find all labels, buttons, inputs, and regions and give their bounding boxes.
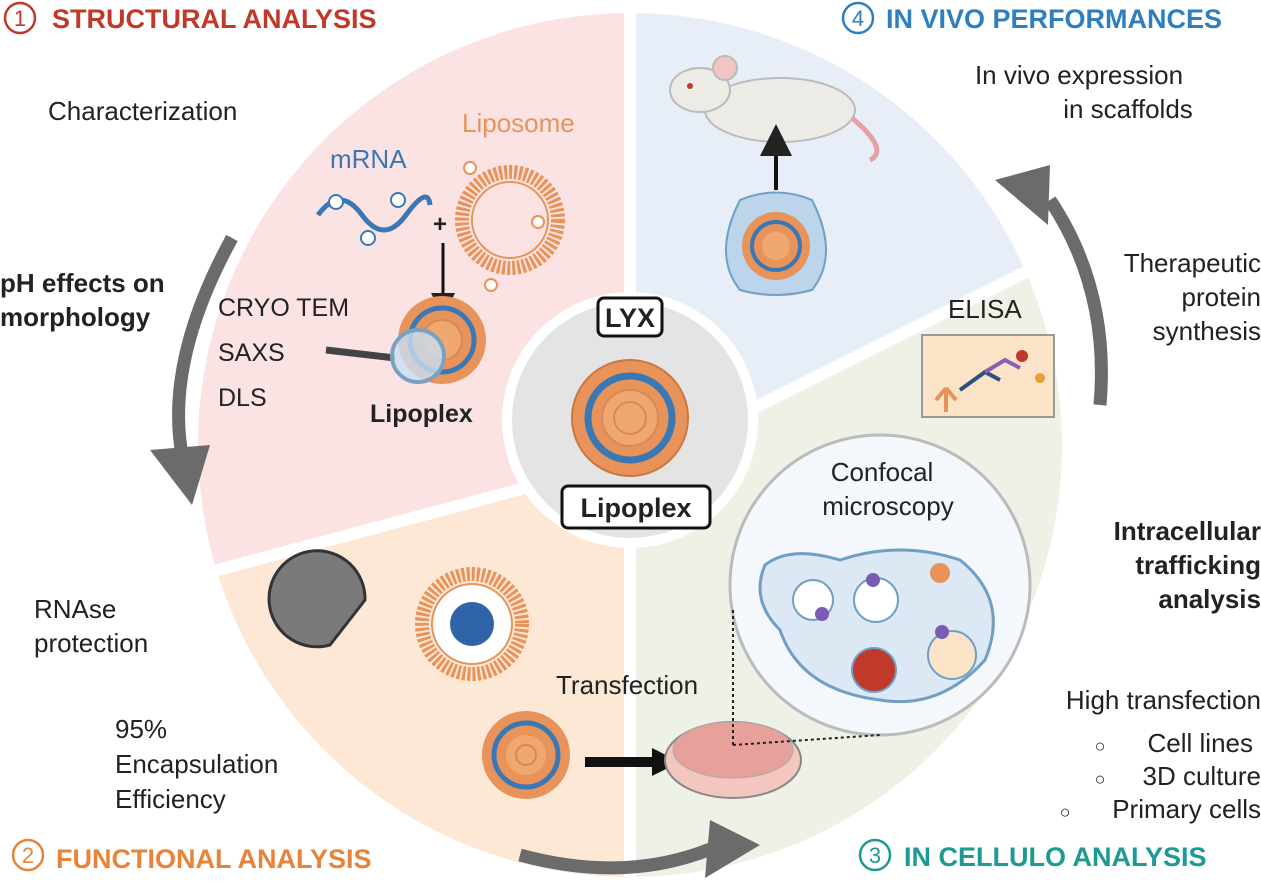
liposome-icon [455, 161, 565, 292]
bullet-3d-culture: 3D culture [1143, 761, 1261, 791]
rnase-pacman-icon [267, 549, 367, 649]
high-transfection-label: High transfection [1066, 685, 1261, 715]
characterization-label: Characterization [48, 96, 237, 126]
svg-text:IN VIVO PERFORMANCES: IN VIVO PERFORMANCES [886, 4, 1222, 34]
liposome-label: Liposome [462, 108, 575, 138]
confocal-line1: Confocal [831, 457, 934, 487]
section-title-in-cellulo: 3 IN CELLULO ANALYSIS [858, 838, 1207, 872]
elisa-well-icon [921, 334, 1055, 418]
elisa-label: ELISA [948, 294, 1022, 324]
bullet-cell-lines-glyph: ○ [1095, 736, 1106, 756]
lipoplex-small-icon [325, 296, 486, 384]
therapeutic-line2: protein [1182, 282, 1261, 312]
transfection-lipoplex-icon [482, 711, 570, 799]
encapsulation-line1: 95% [115, 714, 167, 744]
rnase-line1: RNAse [34, 594, 116, 624]
bullet-primary-cells-glyph: ○ [1060, 802, 1071, 822]
encapsulation-line3: Efficiency [115, 784, 226, 814]
section-title-in-vivo: 4 IN VIVO PERFORMANCES [841, 1, 1222, 35]
trafficking-line1: Intracellular [1114, 516, 1261, 546]
technique-dls: DLS [218, 384, 267, 412]
technique-saxs: SAXS [218, 339, 285, 367]
bullet-3d-culture-glyph: ○ [1095, 769, 1106, 789]
trafficking-line3: analysis [1158, 584, 1261, 614]
confocal-cell-view [728, 433, 1032, 737]
protected-liposome-icon [415, 567, 529, 681]
cycle-arrows [172, 196, 1108, 875]
ph-effects-line2: morphology [0, 302, 151, 332]
svg-text:2: 2 [22, 843, 34, 868]
svg-text:4: 4 [852, 6, 864, 31]
arrow-structural-to-functional [172, 234, 238, 457]
bullet-cell-lines: Cell lines [1148, 728, 1254, 758]
section-title-structural: 1 STRUCTURAL ANALYSIS [3, 1, 377, 35]
lipoplex-label: Lipoplex [370, 400, 473, 428]
transfection-label: Transfection [556, 670, 698, 700]
cycle-arrowheads [150, 165, 1050, 878]
svg-text:3: 3 [869, 843, 881, 868]
therapeutic-line3: synthesis [1153, 316, 1261, 346]
ph-effects-line1: pH effects on [0, 268, 165, 298]
scaffold-icon [725, 191, 827, 296]
section-title-functional: 2 FUNCTIONAL ANALYSIS [11, 838, 372, 874]
svg-text:1: 1 [14, 6, 26, 31]
rnase-line2: protection [34, 628, 148, 658]
petri-dish-icon [664, 721, 802, 799]
technique-cryo-tem: CRYO TEM [218, 294, 349, 322]
in-vivo-expression-line2: in scaffolds [1063, 94, 1193, 124]
arrow-functional-to-cellulo [518, 839, 723, 875]
svg-text:FUNCTIONAL ANALYSIS: FUNCTIONAL ANALYSIS [56, 844, 372, 874]
svg-text:IN CELLULO ANALYSIS: IN CELLULO ANALYSIS [904, 842, 1207, 872]
trafficking-line2: trafficking [1135, 550, 1261, 580]
confocal-line2: microscopy [822, 491, 953, 521]
mrna-strand [315, 192, 433, 246]
svg-text:STRUCTURAL ANALYSIS: STRUCTURAL ANALYSIS [52, 4, 377, 34]
therapeutic-line1: Therapeutic [1124, 248, 1261, 278]
plus-sign: + [433, 211, 447, 238]
bullet-primary-cells: Primary cells [1112, 794, 1261, 824]
in-vivo-expression-line1: In vivo expression [975, 60, 1183, 90]
encapsulation-line2: Encapsulation [115, 749, 278, 779]
mrna-label: mRNA [330, 144, 407, 174]
center-bottom-label: Lipoplex [580, 493, 691, 523]
center-top-label: LYX [605, 303, 655, 333]
center-lipoplex: LYX Lipoplex [502, 292, 758, 548]
arrow-cellulo-to-vivo [1044, 196, 1108, 406]
